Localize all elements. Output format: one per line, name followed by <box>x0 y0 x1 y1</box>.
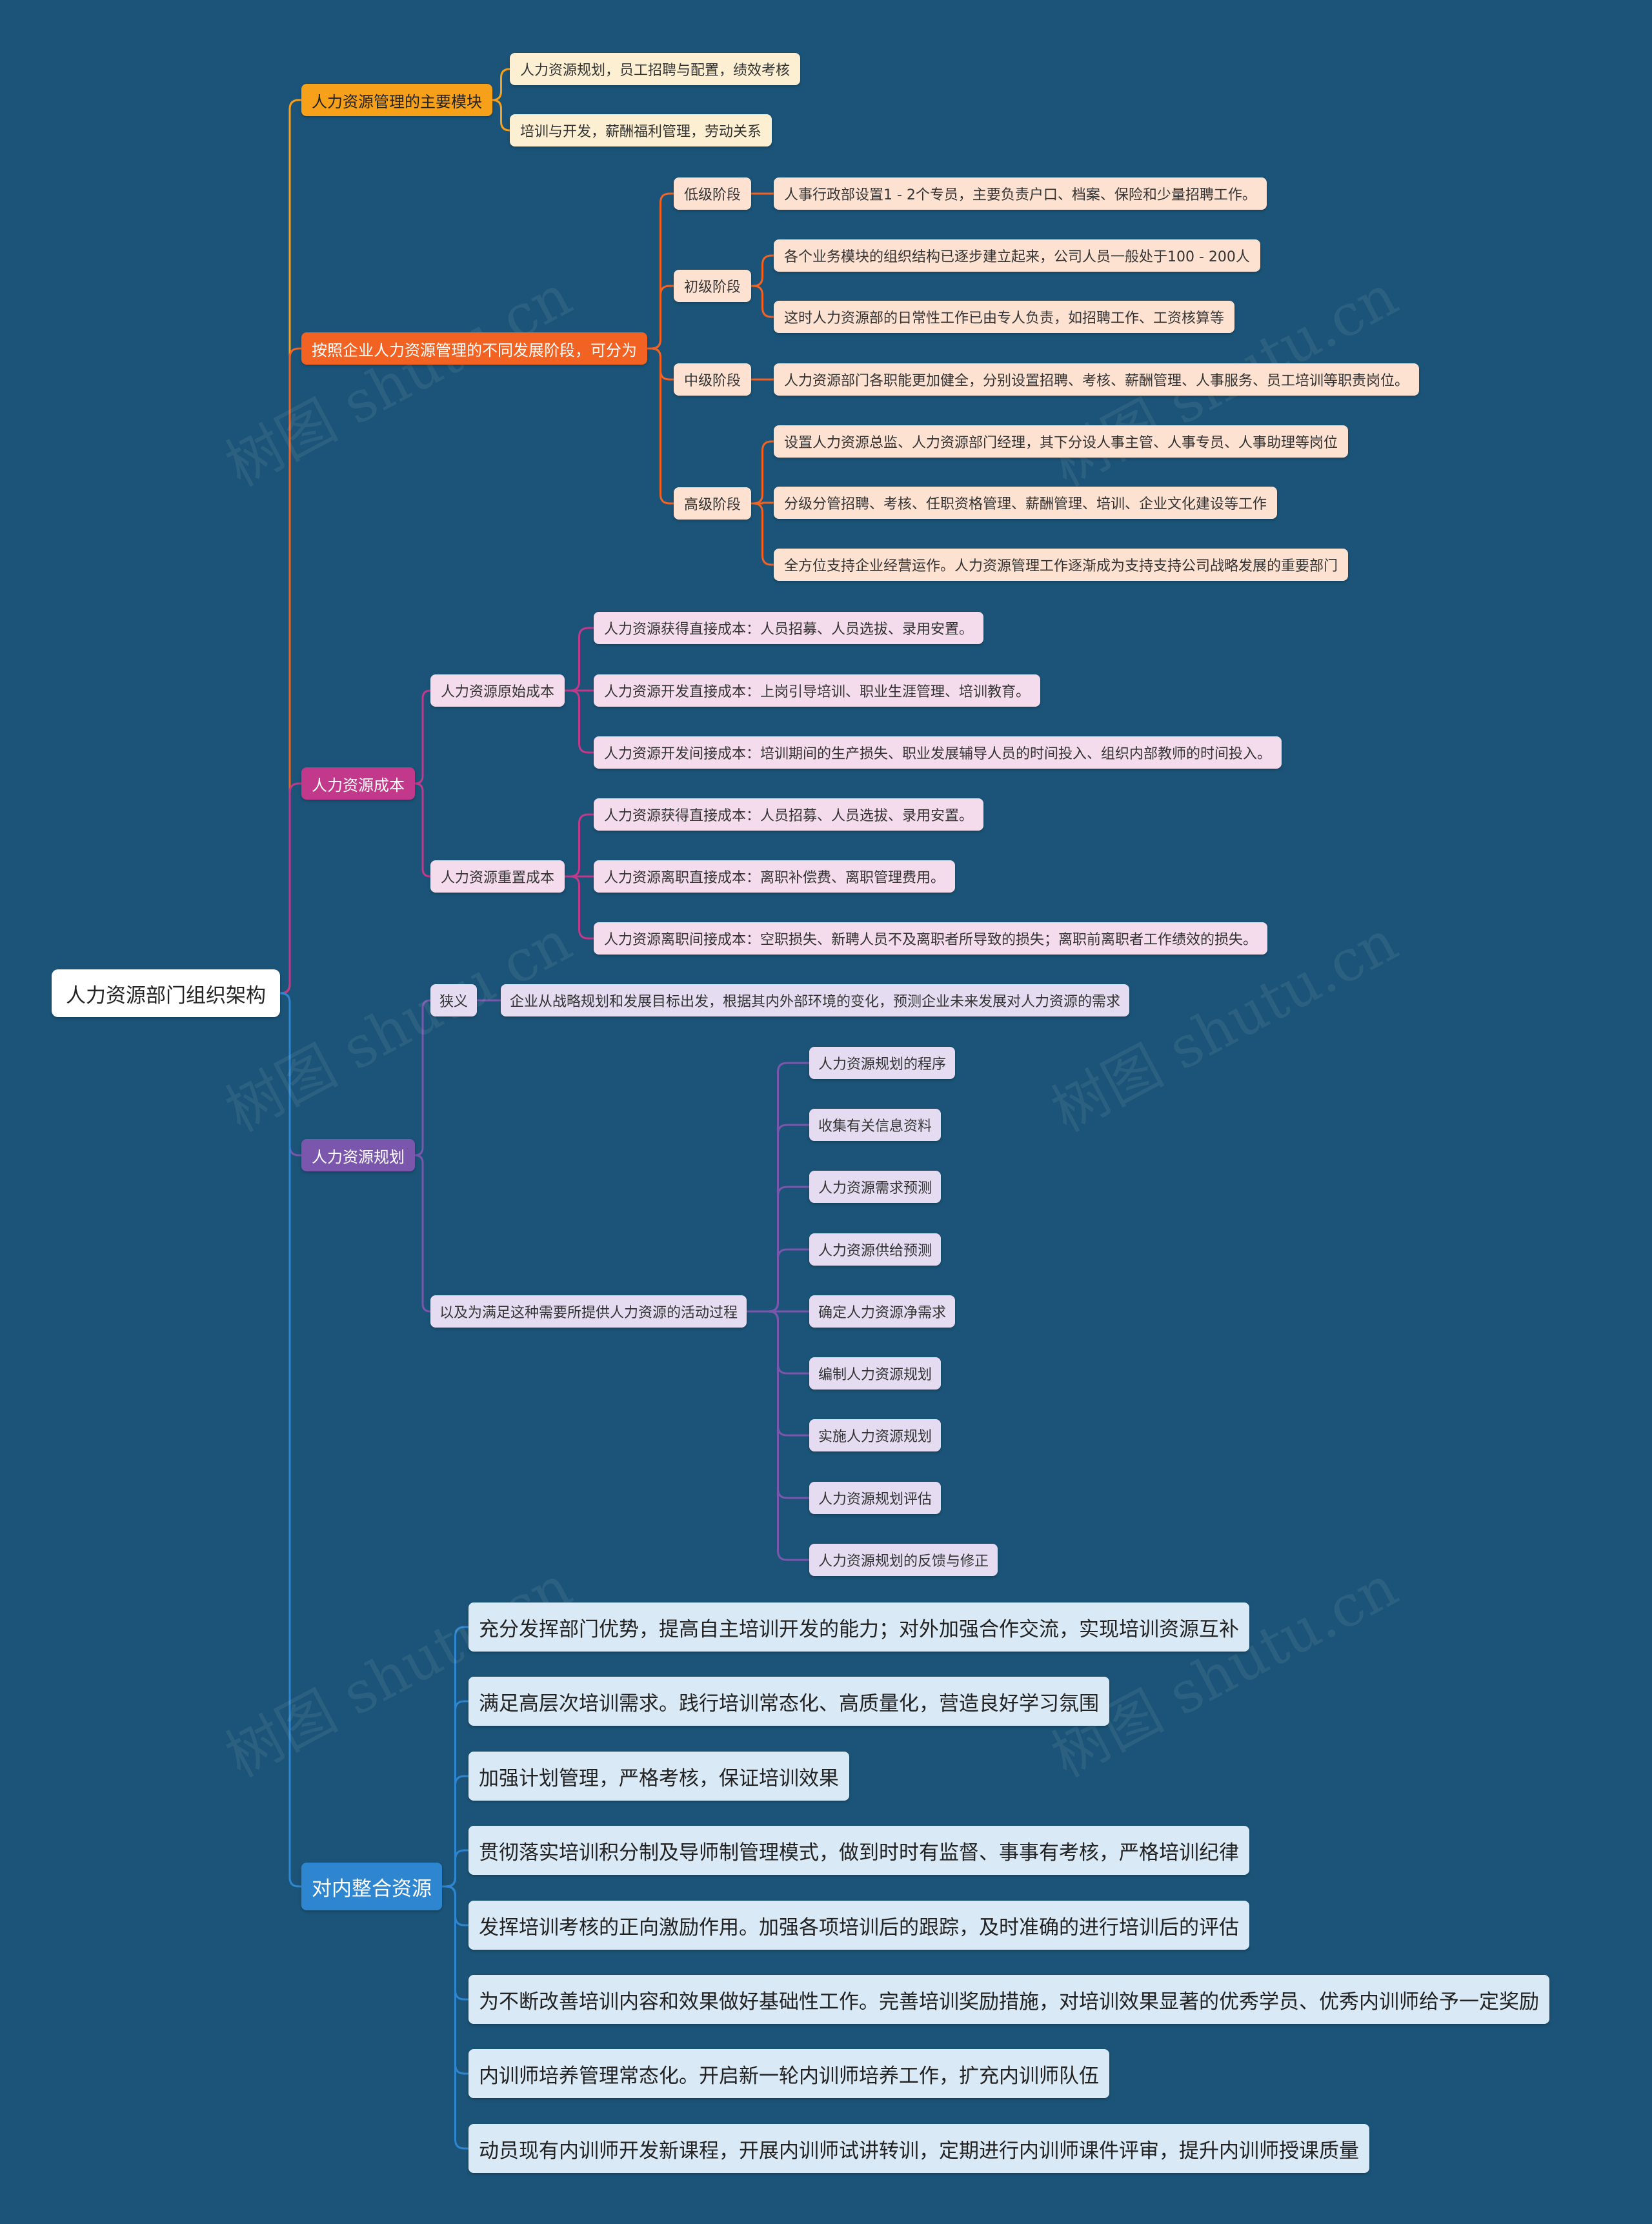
connector-line <box>442 1885 468 2150</box>
cost-item[interactable]: 人力资源离职直接成本：离职补偿费、离职管理费用。 <box>594 860 956 893</box>
connector-line <box>647 285 674 350</box>
stage-junior[interactable]: 初级阶段 <box>674 270 752 302</box>
connector-line <box>647 347 674 381</box>
cost-original[interactable]: 人力资源原始成本 <box>430 674 565 707</box>
connector-line <box>565 689 594 754</box>
connector-line <box>414 782 431 878</box>
stage-item[interactable]: 人事行政部设置1 - 2个专员，主要负责户口、档案、保险和少量招聘工作。 <box>774 177 1267 210</box>
connector-line <box>280 992 301 1157</box>
connector-line <box>647 347 674 505</box>
planning-process[interactable]: 以及为满足这种需要所提供人力资源的活动过程 <box>430 1295 747 1328</box>
process-step[interactable]: 确定人力资源净需求 <box>809 1295 956 1328</box>
process-step[interactable]: 人力资源需求预测 <box>809 1171 942 1203</box>
connector-line <box>492 99 510 132</box>
integration-item[interactable]: 动员现有内训师开发新课程，开展内训师试讲转训，定期进行内训师课件评审，提升内训师… <box>468 2124 1369 2173</box>
connector-line <box>747 1310 809 1499</box>
stage-middle[interactable]: 中级阶段 <box>674 363 752 396</box>
stage-item[interactable]: 这时人力资源部的日常性工作已由专人负责，如招聘工作、工资核算等 <box>774 301 1235 333</box>
process-step[interactable]: 人力资源规划的反馈与修正 <box>809 1544 998 1576</box>
stage-low[interactable]: 低级阶段 <box>674 177 752 210</box>
connector-line <box>442 1626 468 1888</box>
connector-line <box>747 1124 809 1313</box>
connector-line <box>751 254 774 287</box>
connector-line <box>747 1310 809 1437</box>
process-step[interactable]: 人力资源规划的程序 <box>809 1047 956 1079</box>
connector-line <box>747 1186 809 1313</box>
connector-line <box>751 502 774 566</box>
integration-item[interactable]: 内训师培养管理常态化。开启新一轮内训师培养工作，扩充内训师队伍 <box>468 2049 1109 2098</box>
watermark: 树图 shutu.cn <box>1041 1553 1408 1790</box>
connector-line <box>751 285 774 318</box>
branch-cost[interactable]: 人力资源成本 <box>301 767 415 800</box>
cost-item[interactable]: 人力资源开发直接成本：上岗引导培训、职业生涯管理、培训教育。 <box>594 674 1041 707</box>
connector-line <box>442 1700 468 1888</box>
connector-line <box>751 440 774 505</box>
stage-senior[interactable]: 高级阶段 <box>674 487 752 520</box>
process-step[interactable]: 实施人力资源规划 <box>809 1419 942 1451</box>
process-step[interactable]: 编制人力资源规划 <box>809 1357 942 1390</box>
connector-line <box>442 1885 468 2001</box>
cost-item[interactable]: 人力资源获得直接成本：人员招募、人员选拔、录用安置。 <box>594 798 984 831</box>
stage-item[interactable]: 各个业务模块的组织结构已逐步建立起来，公司人员一般处于100 - 200人 <box>774 239 1260 272</box>
stage-item[interactable]: 人力资源部门各职能更加健全，分别设置招聘、考核、薪酬管理、人事服务、员工培训等职… <box>774 363 1420 396</box>
connector-line <box>280 347 301 995</box>
module-item[interactable]: 培训与开发，薪酬福利管理，劳动关系 <box>510 114 772 147</box>
connector-line <box>747 1248 809 1313</box>
connector-line <box>442 1849 468 1888</box>
module-item[interactable]: 人力资源规划，员工招聘与配置，绩效考核 <box>510 53 801 85</box>
stage-item[interactable]: 分级分管招聘、考核、任职资格管理、薪酬管理、培训、企业文化建设等工作 <box>774 487 1278 519</box>
stage-item[interactable]: 设置人力资源总监、人力资源部门经理，其下分设人事主管、人事专员、人事助理等岗位 <box>774 425 1349 458</box>
root-node[interactable]: 人力资源部门组织架构 <box>52 969 280 1017</box>
connector-line <box>414 689 431 785</box>
connector-line <box>414 999 431 1157</box>
connector-line <box>747 1062 809 1313</box>
integration-item[interactable]: 为不断改善培训内容和效果做好基础性工作。完善培训奖励措施，对培训效果显著的优秀学… <box>468 1975 1549 2024</box>
stage-item[interactable]: 全方位支持企业经营运作。人力资源管理工作逐渐成为支持支持公司战略发展的重要部门 <box>774 549 1349 581</box>
connector-line <box>414 1154 431 1313</box>
connector-line <box>280 992 301 1888</box>
branch-stages[interactable]: 按照企业人力资源管理的不同发展阶段，可分为 <box>301 332 647 365</box>
connector-line <box>565 813 594 878</box>
process-step[interactable]: 人力资源供给预测 <box>809 1233 942 1266</box>
integration-item[interactable]: 满足高层次培训需求。践行培训常态化、高质量化，营造良好学习氛围 <box>468 1677 1109 1726</box>
connector-line <box>442 1775 468 1888</box>
cost-item[interactable]: 人力资源离职间接成本：空职损失、新聘人员不及离职者所导致的损失；离职前离职者工作… <box>594 922 1268 955</box>
planning-item[interactable]: 企业从战略规划和发展目标出发，根据其内外部环境的变化，预测企业未来发展对人力资源… <box>501 984 1130 1016</box>
integration-item[interactable]: 加强计划管理，严格考核，保证培训效果 <box>468 1752 849 1801</box>
watermark: 树图 shutu.cn <box>215 907 582 1145</box>
planning-narrow[interactable]: 狭义 <box>430 984 478 1016</box>
integration-item[interactable]: 贯彻落实培训积分制及导师制管理模式，做到时时有监督、事事有考核，严格培训纪律 <box>468 1826 1249 1875</box>
process-step[interactable]: 收集有关信息资料 <box>809 1109 942 1141</box>
integration-item[interactable]: 充分发挥部门优势，提高自主培训开发的能力；对外加强合作交流，实现培训资源互补 <box>468 1602 1249 1652</box>
connector-line <box>492 68 510 101</box>
connector-line <box>280 782 301 995</box>
connector-line <box>647 192 674 350</box>
connector-line <box>747 1310 809 1375</box>
cost-item[interactable]: 人力资源获得直接成本：人员招募、人员选拔、录用安置。 <box>594 612 984 644</box>
branch-modules[interactable]: 人力资源管理的主要模块 <box>301 84 492 116</box>
watermark: 树图 shutu.cn <box>215 262 582 500</box>
branch-planning[interactable]: 人力资源规划 <box>301 1139 415 1171</box>
cost-item[interactable]: 人力资源开发间接成本：培训期间的生产损失、职业发展辅导人员的时间投入、组织内部教… <box>594 736 1282 769</box>
branch-integration[interactable]: 对内整合资源 <box>301 1863 442 1910</box>
connector-line <box>747 1310 809 1561</box>
connector-line <box>442 1885 468 1926</box>
cost-replacement[interactable]: 人力资源重置成本 <box>430 860 565 893</box>
connector-line <box>565 627 594 692</box>
integration-item[interactable]: 发挥培训考核的正向激励作用。加强各项培训后的跟踪，及时准确的进行培训后的评估 <box>468 1901 1249 1950</box>
connector-line <box>565 875 594 940</box>
connector-line <box>442 1885 468 2075</box>
process-step[interactable]: 人力资源规划评估 <box>809 1482 942 1514</box>
connector-line <box>280 99 301 995</box>
